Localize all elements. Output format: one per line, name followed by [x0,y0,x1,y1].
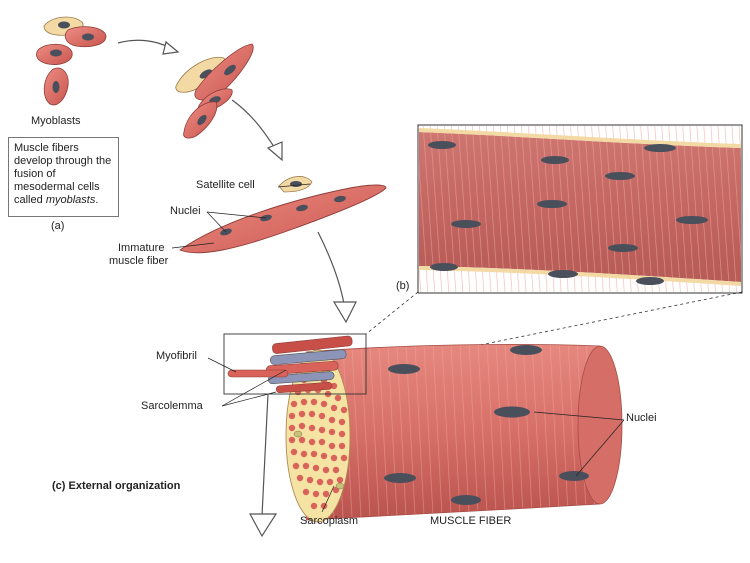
label-immature-2: muscle fiber [109,255,169,267]
muscle-fiber-cylinder [207,333,625,523]
caption-italic: myoblasts [45,194,96,206]
label-panel-c: (c) External organization [52,480,181,492]
label-nuclei-a: Nuclei [170,205,201,217]
label-panel-a: (a) [51,220,65,232]
arrow-fusion-to-fiber [231,99,283,162]
label-satellite-cell: Satellite cell [196,179,255,191]
label-myofibril: Myofibril [156,350,197,362]
caption-box: Muscle fibers develop through the fusion… [8,137,119,217]
arrow-to-internal-organization [248,393,278,538]
arrow-myoblast-to-fusion [117,39,180,55]
caption-text: Muscle fibers develop through the fusion… [14,142,112,206]
label-myoblasts: Myoblasts [31,115,81,127]
label-sarcoplasm: Sarcoplasm [300,515,359,527]
label-sarcolemma: Sarcolemma [141,400,203,412]
caption-end: . [95,194,99,206]
label-nuclei-c: Nuclei [626,412,657,424]
myoblast-cells [36,16,107,106]
arrow-fiber-to-mature [317,231,357,324]
fusing-myoblasts [175,43,254,139]
label-immature-1: Immature [118,242,165,254]
panel-b-striated-fiber [365,124,743,369]
label-panel-b: (b) [396,280,410,292]
immature-muscle-fiber [171,176,387,254]
label-muscle-fiber: MUSCLE FIBER [430,515,512,527]
